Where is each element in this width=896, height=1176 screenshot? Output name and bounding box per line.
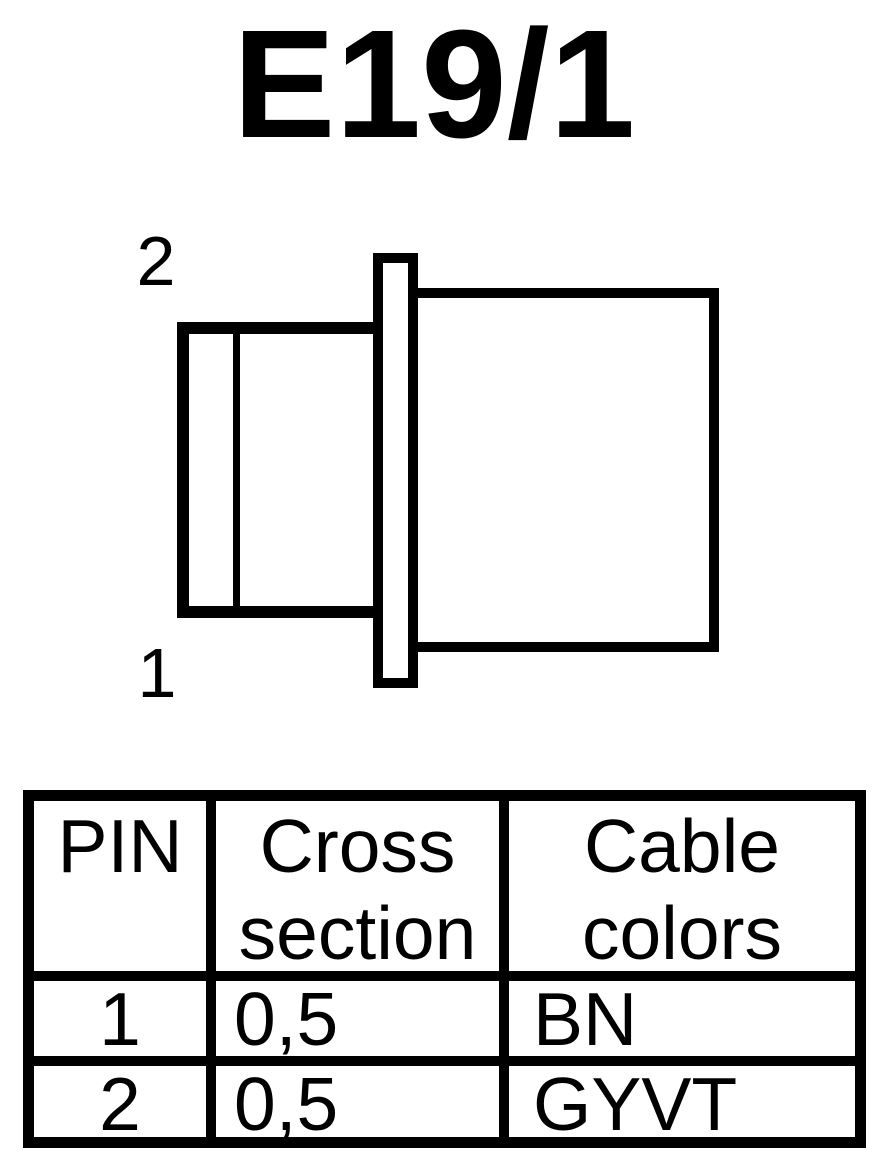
pin-1-label: 1	[138, 634, 177, 712]
pin-table-row1-cross-section: 0,5	[216, 981, 499, 1056]
pin-table-header-pin: PIN	[34, 801, 206, 971]
pin-table-row2-pin: 2	[34, 1066, 206, 1137]
pin-table-header-cross-section: Cross section	[216, 801, 499, 971]
pin-table-row1-pin: 1	[34, 981, 206, 1056]
pin-table: PIN Cross section Cable colors 1 0,5 BN …	[23, 790, 866, 1148]
connector-flange	[373, 253, 418, 688]
connector-body-left	[177, 322, 378, 618]
pin-table-row2-cross-section: 0,5	[216, 1066, 499, 1137]
pin-2-label: 2	[137, 222, 176, 300]
pin-table-row1-cable-color: BN	[509, 981, 855, 1056]
pin-table-header-cable-colors: Cable colors	[509, 801, 855, 971]
pin-table-row2-cable-color: GYVT	[509, 1066, 855, 1137]
connector-body-right	[413, 288, 719, 652]
page-title: E19/1	[232, 0, 636, 170]
